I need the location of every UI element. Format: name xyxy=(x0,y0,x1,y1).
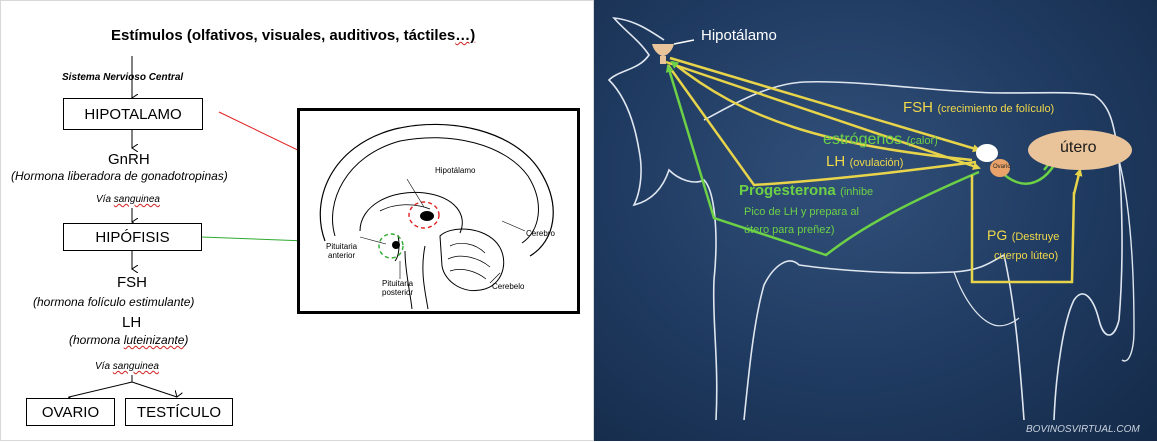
via-sanguinea-1-misspelled: sanguinea xyxy=(114,194,160,205)
brain-label-pituitaria-anterior: Pituitaria anterior xyxy=(326,242,357,260)
brain-label-pituitaria-anterior-line1: Pituitaria xyxy=(326,242,357,251)
cow-pg-name: PG xyxy=(987,227,1007,243)
fsh-label: FSH xyxy=(117,274,147,291)
lh-description-suffix: ) xyxy=(184,333,188,347)
via-sanguinea-1-word: Vía xyxy=(96,194,114,205)
watermark: BOVINOSVIRTUAL.COM xyxy=(1026,424,1140,435)
brain-drawing xyxy=(300,111,577,311)
lh-description: (hormona luteinizante) xyxy=(69,333,188,347)
brain-label-hipotalamo: Hipotálamo xyxy=(435,166,475,175)
lh-description-word: luteinizante xyxy=(124,333,185,347)
cow-pg-desc: (Destruye xyxy=(1012,231,1060,243)
brain-label-cerebelo: Cerebelo xyxy=(492,282,524,291)
cow-diagram-drawing xyxy=(594,0,1157,441)
via-sanguinea-2-misspelled: sanguinea xyxy=(113,361,159,372)
lh-description-prefix: (hormona xyxy=(69,333,124,347)
cow-pg-line2: cuerpo lúteo) xyxy=(994,250,1058,262)
cow-estrogenos-label: estrógenos (calor) xyxy=(823,131,938,149)
testiculo-box: TESTÍCULO xyxy=(125,398,233,426)
stimuli-title-main: Estímulos (olfativos, visuales, auditivo… xyxy=(111,27,455,44)
snc-label: Sistema Nervioso Central xyxy=(62,72,183,83)
cow-lh-name: LH xyxy=(826,153,845,170)
via-sanguinea-2-word: Vía xyxy=(95,361,113,372)
cow-estrogenos-name: estrógenos xyxy=(823,131,902,148)
arrow-to-ovario xyxy=(69,382,132,397)
brain-illustration: Hipotálamo Cerebro Cerebelo Pituitaria a… xyxy=(297,108,580,314)
via-sanguinea-2: Vía sanguinea xyxy=(95,361,159,372)
cow-progesterona-line2: Pico de LH y prepara al xyxy=(744,206,859,218)
cow-progesterona-name: Progesterona xyxy=(739,182,836,199)
brain-label-pituitaria-posterior-line2: posterior xyxy=(382,288,413,297)
cow-fsh-name: FSH xyxy=(903,99,933,116)
hipofisis-box: HIPÓFISIS xyxy=(63,223,202,251)
brain-label-pituitaria-posterior-line1: Pituitaria xyxy=(382,279,413,288)
cow-pg-label: PG (Destruye xyxy=(987,227,1059,245)
cow-hipotalamo-label: Hipotálamo xyxy=(701,27,777,44)
cow-ovario-label: Ovario xyxy=(993,164,1011,170)
brain-label-pituitaria-posterior: Pituitaria posterior xyxy=(382,279,413,297)
cow-progesterona-label: Progesterona (inhibe xyxy=(739,182,873,200)
cow-estrogenos-desc: (calor) xyxy=(907,135,938,147)
cow-hormone-diagram-panel: Hipotálamo FSH (crecimiento de folículo)… xyxy=(594,0,1157,441)
cow-fsh-desc: (crecimiento de folículo) xyxy=(937,103,1054,115)
cow-outline xyxy=(609,18,1122,420)
fsh-description: (hormona folículo estimulante) xyxy=(33,295,194,309)
cow-lh-label: LH (ovulación) xyxy=(826,153,903,171)
gnrh-description: (Hormona liberadora de gonadotropinas) xyxy=(11,169,228,183)
cow-progesterona-desc: (inhibe xyxy=(840,186,873,198)
lh-label: LH xyxy=(122,314,141,331)
brain-label-pituitaria-anterior-line2: anterior xyxy=(326,251,357,260)
cow-lh-desc: (ovulación) xyxy=(850,157,904,169)
via-sanguinea-1: Vía sanguinea xyxy=(96,194,160,205)
gnrh-label: GnRH xyxy=(108,151,150,168)
hipotalamo-box: HIPOTALAMO xyxy=(63,98,203,130)
endocrine-flowchart-panel: Estímulos (olfativos, visuales, auditivo… xyxy=(0,0,594,441)
stimuli-title-tail: …) xyxy=(455,27,475,44)
ovario-box: OVARIO xyxy=(26,398,115,426)
cow-fsh-label: FSH (crecimiento de folículo) xyxy=(903,99,1054,117)
cow-progesterona-line3: útero para preñez) xyxy=(744,224,835,236)
stimuli-title: Estímulos (olfativos, visuales, auditivo… xyxy=(111,27,475,44)
arrow-to-testiculo xyxy=(132,382,177,397)
brain-label-cerebro: Cerebro xyxy=(526,229,555,238)
cow-utero-label: útero xyxy=(1060,139,1096,157)
